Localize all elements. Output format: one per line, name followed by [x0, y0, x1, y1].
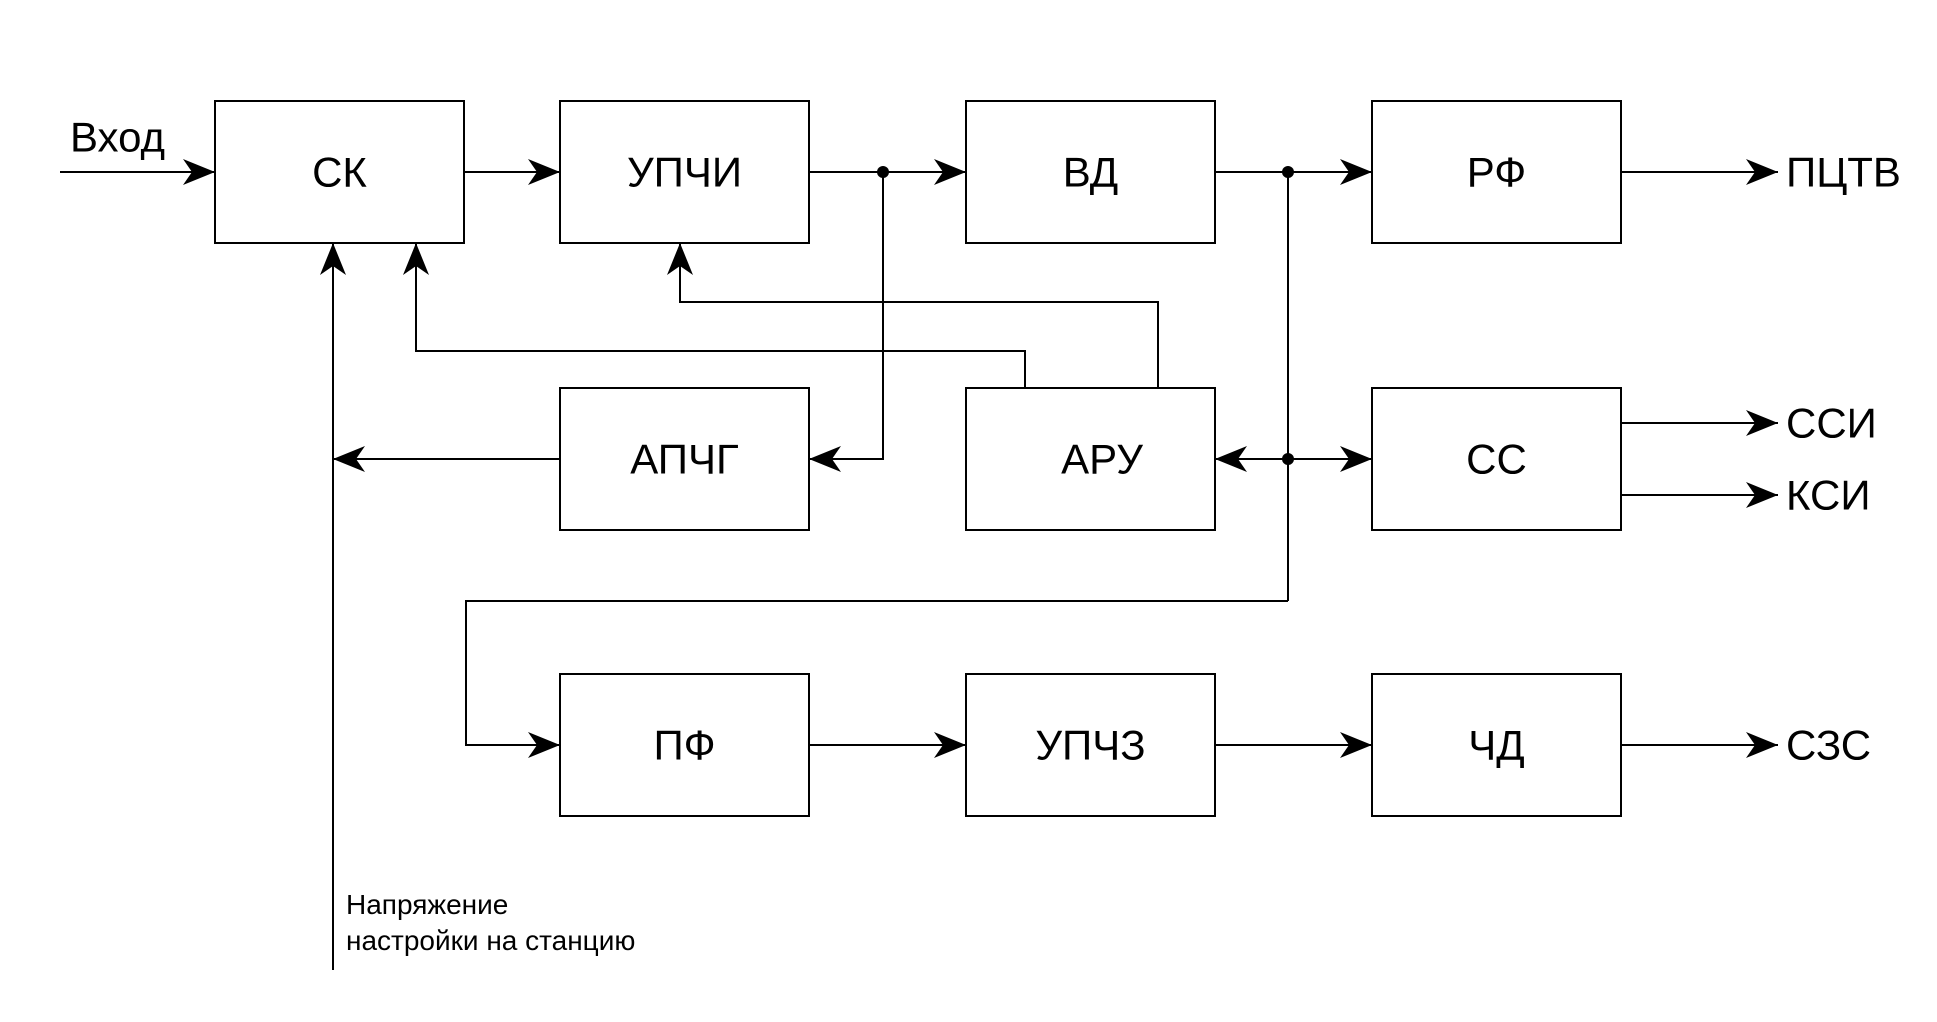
- block-ss-label: СС: [1466, 436, 1527, 483]
- output-label-ssi: ССИ: [1786, 400, 1877, 447]
- block-rf: РФ: [1371, 100, 1622, 244]
- block-apchg: АПЧГ: [559, 387, 810, 531]
- block-chd: ЧД: [1371, 673, 1622, 817]
- block-upchz: УПЧЗ: [965, 673, 1216, 817]
- arrow-aru-to-sk: [403, 243, 1026, 388]
- block-vd: ВД: [965, 100, 1216, 244]
- block-aru-label: АРУ: [1061, 436, 1143, 483]
- block-upchi-label: УПЧИ: [627, 149, 742, 196]
- block-upchi: УПЧИ: [559, 100, 810, 244]
- block-sk-label: СК: [312, 149, 367, 196]
- arrow-junction-to-apchg: [809, 172, 884, 472]
- block-vd-label: ВД: [1063, 149, 1119, 196]
- block-apchg-label: АПЧГ: [630, 436, 738, 483]
- output-label-szs: СЗС: [1786, 722, 1871, 769]
- arrow-bus-to-pf: [465, 600, 1288, 758]
- block-pf-label: ПФ: [653, 722, 715, 769]
- block-aru: АРУ: [965, 387, 1216, 531]
- output-label-pctv: ПЦТВ: [1786, 149, 1901, 196]
- block-rf-label: РФ: [1467, 149, 1526, 196]
- arrow-aru-to-upchi: [667, 243, 1159, 388]
- block-pf: ПФ: [559, 673, 810, 817]
- output-label-ksi: КСИ: [1786, 472, 1871, 519]
- block-sk: СК: [214, 100, 465, 244]
- tuning-note-line1: Напряжение: [346, 889, 508, 920]
- input-label: Вход: [70, 114, 165, 161]
- block-upchz-label: УПЧЗ: [1035, 722, 1145, 769]
- block-ss: СС: [1371, 387, 1622, 531]
- tuning-note-line2: настройки на станцию: [346, 925, 635, 956]
- block-chd-label: ЧД: [1468, 722, 1524, 769]
